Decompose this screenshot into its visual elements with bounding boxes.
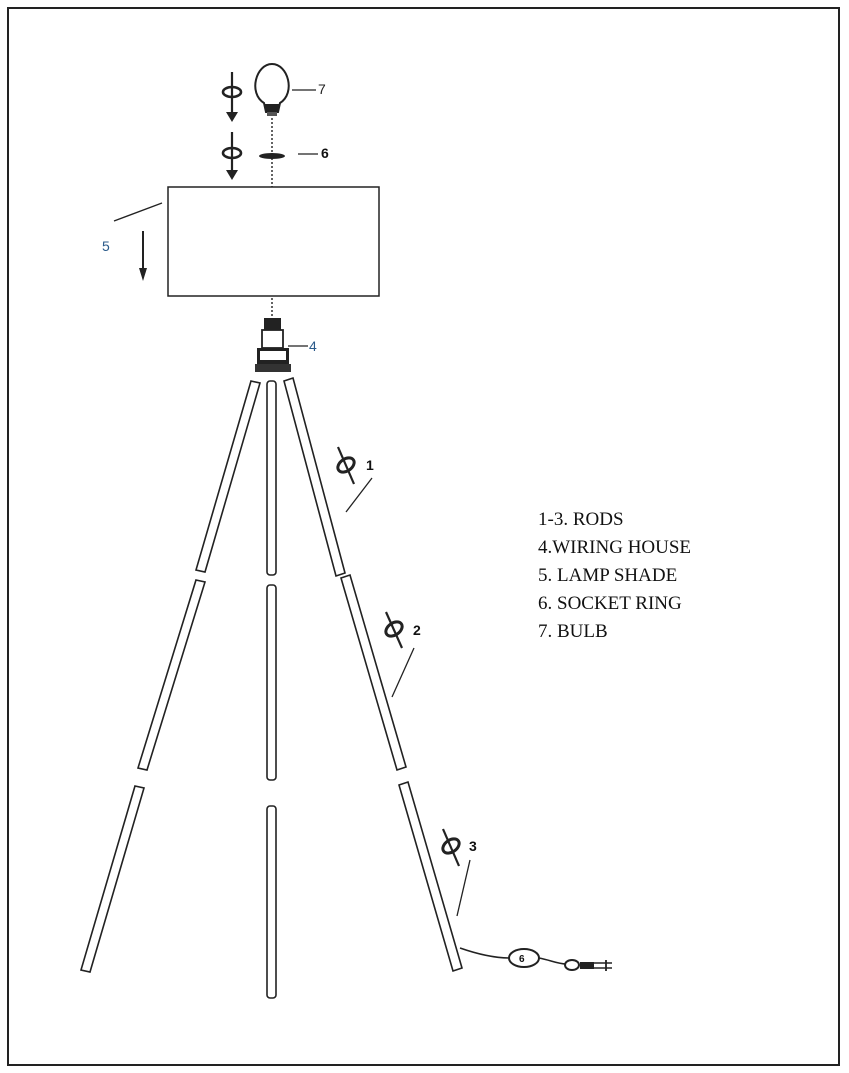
right-leg [283,376,463,973]
legend-item-wiring-house: 4.WIRING HOUSE [538,537,692,558]
diagram-frame [7,7,840,1066]
bulb: 7 [254,62,326,116]
wiring-house: 4 [255,318,317,372]
power-cord: 6 [459,947,612,971]
parts-legend: 1-3. RODS 4.WIRING HOUSE 5. LAMP SHADE 6… [538,506,691,646]
socket-ring-callout: 6 [321,145,329,161]
plug-icon [580,962,594,969]
rod-1-callout-group: 1 [336,446,374,513]
rod-3-callout: 3 [469,838,477,854]
left-leg [79,380,262,973]
rod-3-callout-group: 3 [441,828,477,917]
bulb-callout: 7 [318,81,326,97]
legend-item-rods: 1-3. RODS [538,509,624,530]
rotate-down-icon [221,132,243,180]
switch-label: 6 [519,954,525,965]
legend-item-lamp-shade: 5. LAMP SHADE [538,565,678,586]
lamp-shade: 5 [102,186,380,297]
down-arrow-icon [139,268,147,281]
rod-2-callout-group: 2 [384,611,421,698]
legend-item-socket-ring: 6. SOCKET RING [538,593,682,614]
rod-2-callout: 2 [413,622,421,638]
lamp-shade-leader-line [113,202,163,222]
socket-ring: 6 [259,145,329,161]
legend-item-bulb: 7. BULB [538,621,608,642]
wiring-house-callout: 4 [309,338,317,354]
rod-1-callout: 1 [366,457,374,473]
lamp-shade-callout: 5 [102,238,110,254]
rotate-down-icon [221,72,243,122]
center-leg [266,380,277,999]
